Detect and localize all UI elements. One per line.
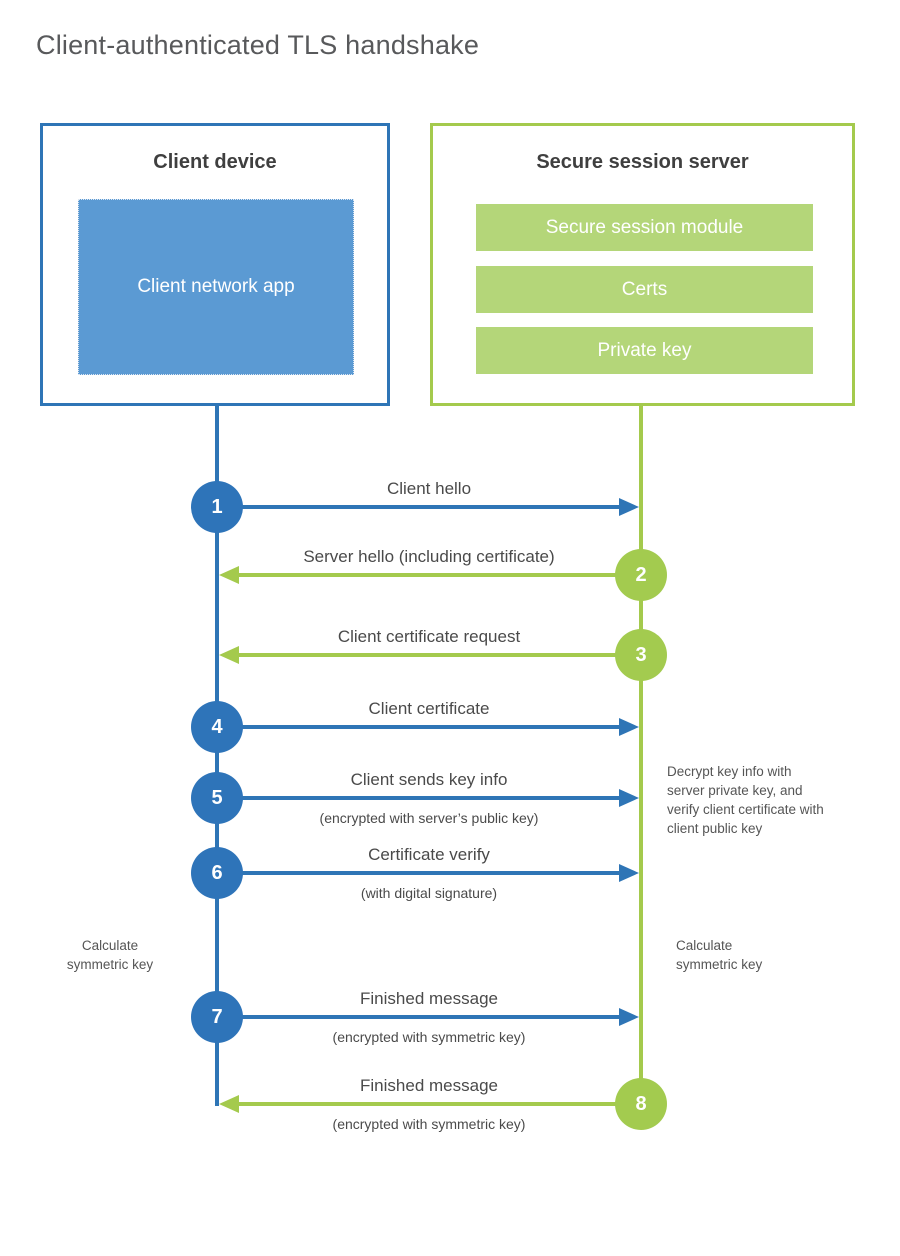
server-module-secure-session: Secure session module [476,204,813,251]
message-label: Certificate verify [368,845,490,864]
arrowhead-left-icon [219,646,239,664]
arrowhead-right-icon [619,718,639,736]
server-module-private-key: Private key [476,327,813,374]
server-module-certs: Certs [476,266,813,313]
message-sublabel: (encrypted with server’s public key) [319,810,539,826]
arrowhead-right-icon [619,498,639,516]
step-number-badge: 6 [191,847,243,899]
step-number-badge: 5 [191,772,243,824]
message-sublabel: (encrypted with symmetric key) [332,1116,526,1132]
message-arrow-line [217,871,621,875]
message-arrow-line [217,1015,621,1019]
client-device-box: Client device Client network app [40,123,390,406]
message-label: Server hello (including certificate) [303,547,555,566]
message-label: Client certificate request [337,627,521,646]
server-lifeline [639,406,643,1106]
message-arrow-line [239,573,641,577]
message-label: Client sends key info [350,770,508,789]
message-arrow-line [217,725,621,729]
server-calculate-key-note: Calculate symmetric key [676,938,763,972]
step-number-badge: 2 [615,549,667,601]
server-decrypt-note: Decrypt key info with server private key… [667,764,824,836]
message-arrow-line [217,796,621,800]
message-arrow-line [239,653,641,657]
step-number-badge: 8 [615,1078,667,1130]
secure-session-server-title: Secure session server [536,151,749,173]
arrowhead-left-icon [219,1095,239,1113]
message-label: Finished message [360,1076,498,1095]
message-label: Finished message [360,989,498,1008]
secure-session-server-box: Secure session server Secure session mod… [430,123,855,406]
arrowhead-right-icon [619,789,639,807]
client-network-app-box: Client network app [78,199,354,375]
step-number-badge: 3 [615,629,667,681]
message-sublabel: (encrypted with symmetric key) [332,1029,526,1045]
message-label: Client hello [386,479,472,498]
message-arrow-line [239,1102,641,1106]
step-number-badge: 1 [191,481,243,533]
step-number-badge: 7 [191,991,243,1043]
message-arrow-line [217,505,621,509]
client-device-title: Client device [153,151,277,173]
arrowhead-left-icon [219,566,239,584]
step-number-badge: 4 [191,701,243,753]
client-calculate-key-note: Calculate symmetric key [66,938,154,972]
client-network-app-label: Client network app [137,275,295,297]
page-title: Client-authenticated TLS handshake [36,30,480,60]
arrowhead-right-icon [619,864,639,882]
arrowhead-right-icon [619,1008,639,1026]
message-sublabel: (with digital signature) [360,885,498,901]
message-label: Client certificate [368,699,490,718]
client-lifeline [215,406,219,1106]
